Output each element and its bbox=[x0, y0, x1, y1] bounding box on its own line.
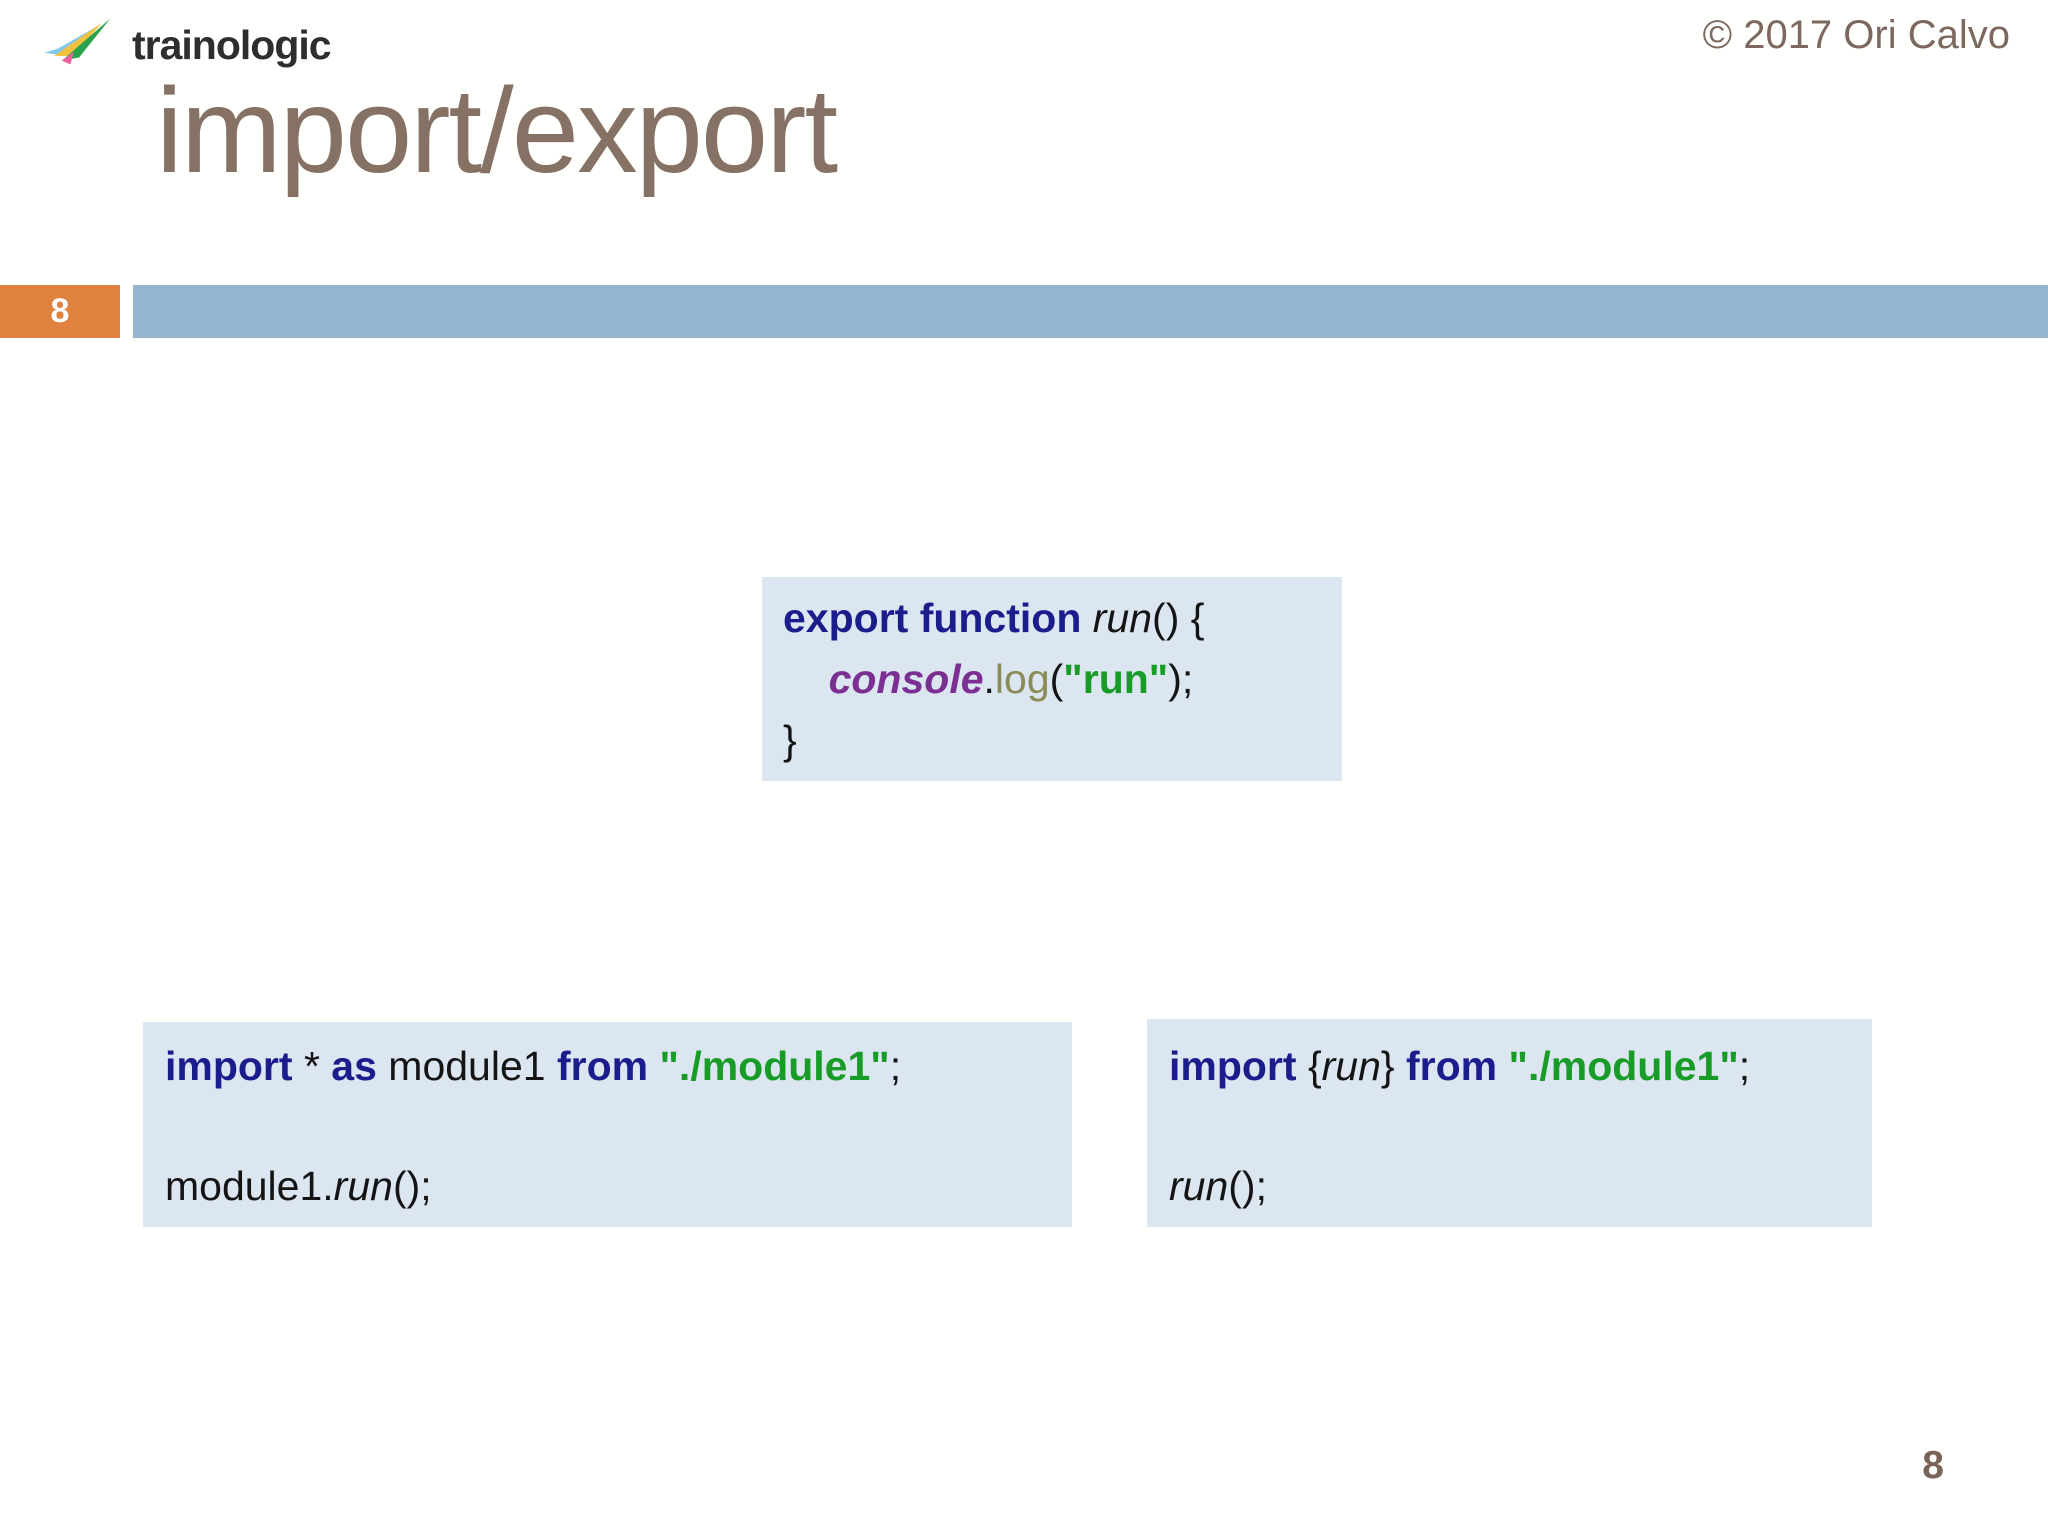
code-token: } bbox=[783, 717, 797, 763]
code-token: { bbox=[1296, 1043, 1322, 1089]
code-token: run bbox=[333, 1163, 393, 1209]
code-token: (); bbox=[1228, 1163, 1267, 1209]
code-block-import-named: import {run} from "./module1"; run(); bbox=[1147, 1019, 1872, 1227]
code-line: } bbox=[783, 710, 1342, 771]
code-token bbox=[648, 1043, 659, 1089]
code-token: run bbox=[1092, 595, 1153, 641]
code-token bbox=[783, 656, 829, 702]
paper-plane-icon bbox=[44, 16, 122, 74]
code-token: ); bbox=[1168, 656, 1194, 702]
code-token: from bbox=[1406, 1043, 1498, 1089]
code-line bbox=[165, 1096, 1072, 1156]
code-block-import-star: import * as module1 from "./module1"; mo… bbox=[143, 1022, 1072, 1227]
code-token: run bbox=[1169, 1163, 1229, 1209]
code-token: module1. bbox=[165, 1163, 334, 1209]
code-token: } bbox=[1380, 1043, 1406, 1089]
decorative-band bbox=[133, 285, 2048, 338]
code-token: . bbox=[983, 656, 995, 702]
code-token: console bbox=[828, 656, 984, 702]
code-line: run(); bbox=[1169, 1156, 1872, 1216]
code-block-export-module: export function run() { console.log("run… bbox=[762, 577, 1342, 781]
copyright-text: © 2017 Ori Calvo bbox=[1702, 13, 2010, 57]
logo-text: trainologic bbox=[132, 21, 332, 68]
code-token: ( bbox=[1049, 656, 1064, 702]
code-token: module1 bbox=[376, 1043, 557, 1089]
code-token: import bbox=[1169, 1043, 1297, 1089]
code-token: run bbox=[1321, 1043, 1381, 1089]
code-token: "run" bbox=[1063, 656, 1169, 702]
code-token: ; bbox=[1738, 1043, 1751, 1089]
code-token: export function bbox=[783, 595, 1082, 641]
code-token: log bbox=[994, 656, 1050, 702]
page-title: import/export bbox=[156, 62, 838, 198]
code-token: (); bbox=[392, 1163, 432, 1209]
code-token: import bbox=[165, 1043, 293, 1089]
code-line: import {run} from "./module1"; bbox=[1169, 1036, 1872, 1096]
code-token: from bbox=[556, 1043, 649, 1089]
code-line: console.log("run"); bbox=[783, 649, 1342, 710]
code-line: export function run() { bbox=[783, 588, 1342, 649]
code-token: as bbox=[331, 1043, 377, 1089]
code-token: * bbox=[292, 1043, 332, 1089]
code-line: module1.run(); bbox=[165, 1156, 1072, 1216]
code-token: "./module1" bbox=[1508, 1043, 1739, 1089]
code-token: ; bbox=[889, 1043, 902, 1089]
code-token: "./module1" bbox=[659, 1043, 890, 1089]
code-token bbox=[1081, 595, 1092, 641]
code-token: () { bbox=[1152, 595, 1205, 641]
code-token bbox=[1497, 1043, 1508, 1089]
code-line: import * as module1 from "./module1"; bbox=[165, 1036, 1072, 1096]
slide-number-badge: 8 bbox=[0, 285, 120, 338]
code-line bbox=[1169, 1096, 1872, 1156]
page-number: 8 bbox=[1922, 1444, 1944, 1487]
logo: trainologic bbox=[44, 16, 332, 74]
